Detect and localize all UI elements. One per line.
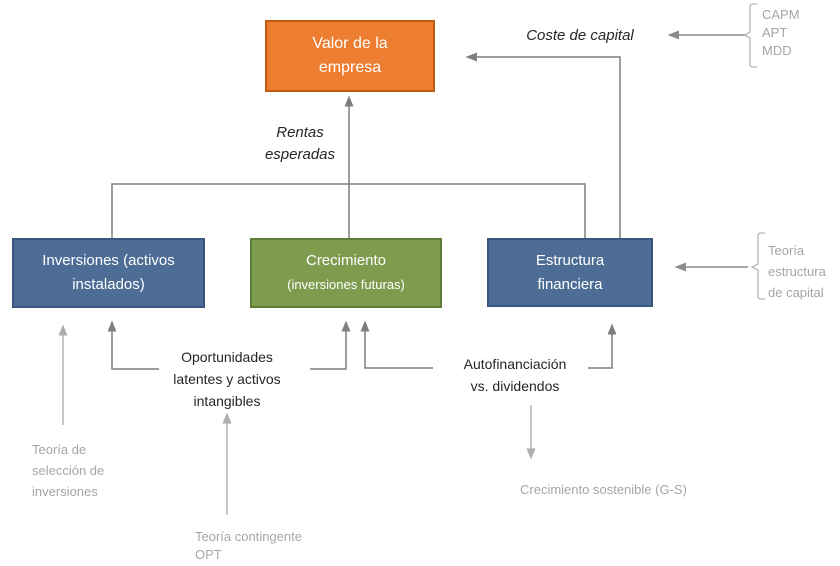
arrow-autofinanciacion-to-estructura-line [588,332,613,369]
label-capm-apt-mdd: CAPM APT MDD [762,6,800,60]
arrow-teoria-contingente-head [222,412,232,424]
arrow-oportunidades-to-inversiones-head [107,320,117,332]
arrow-rentas-head [344,95,354,107]
label-teoria-estructura-de-capital: Teoría estructura de capital [768,243,826,300]
label-apt: APT [762,25,788,40]
bracket-teoria-estructura [750,232,765,300]
bracket-capm [743,3,757,68]
node-inversiones: Inversiones (activos instalados) [12,238,205,308]
node-estructura-financiera: Estructura financiera [487,238,653,307]
node-valor-de-la-empresa: Valor de la empresa [265,20,435,92]
node-valor-label: Valor de la empresa [312,35,388,76]
arrow-coste-line [476,56,621,238]
label-autofinanciacion-vs-dividendos: Autofinanciación vs. dividendos [463,356,567,394]
arrow-autofinanciacion-to-estructura-head [607,323,617,335]
arrow-autofinanciacion-to-crecimiento-head [360,320,370,332]
node-crecimiento: Crecimiento (inversiones futuras) [250,238,442,308]
node-estructura-label: Estructura financiera [535,251,605,293]
label-capm: CAPM [762,7,800,22]
arrow-oportunidades-to-crecimiento-head [341,320,351,332]
arrow-teoria-seleccion-head [58,324,68,336]
label-coste-de-capital: Coste de capital [526,27,634,44]
node-crecimiento-title: Crecimiento [305,252,387,269]
arrow-oportunidades-to-inversiones-line [111,329,159,370]
arrow-oportunidades-to-crecimiento-line [310,329,347,370]
arrow-coste-head [465,52,477,62]
label-teoria-contingente-opt: Teoría contingente OPT [195,529,302,562]
node-inversiones-label: Inversiones (activos instalados) [42,252,175,293]
label-crecimiento-sostenible: Crecimiento sostenible (G-S) [520,482,687,497]
arrow-crecimiento-sostenible-head [526,448,536,460]
arrow-capm-head [667,30,679,40]
label-teoria-seleccion-inversiones: Teoría de selección de inversiones [32,442,105,499]
arrow-autofinanciacion-to-crecimiento-line [364,329,433,369]
node-crecimiento-subtitle: (inversiones futuras) [287,277,405,292]
label-mdd: MDD [762,43,792,58]
arrow-teoria-estructura-head [674,262,686,272]
label-oportunidades-latentes: Oportunidades latentes y activos intangi… [173,349,281,409]
label-rentas-esperadas: Rentas esperadas [264,124,336,163]
